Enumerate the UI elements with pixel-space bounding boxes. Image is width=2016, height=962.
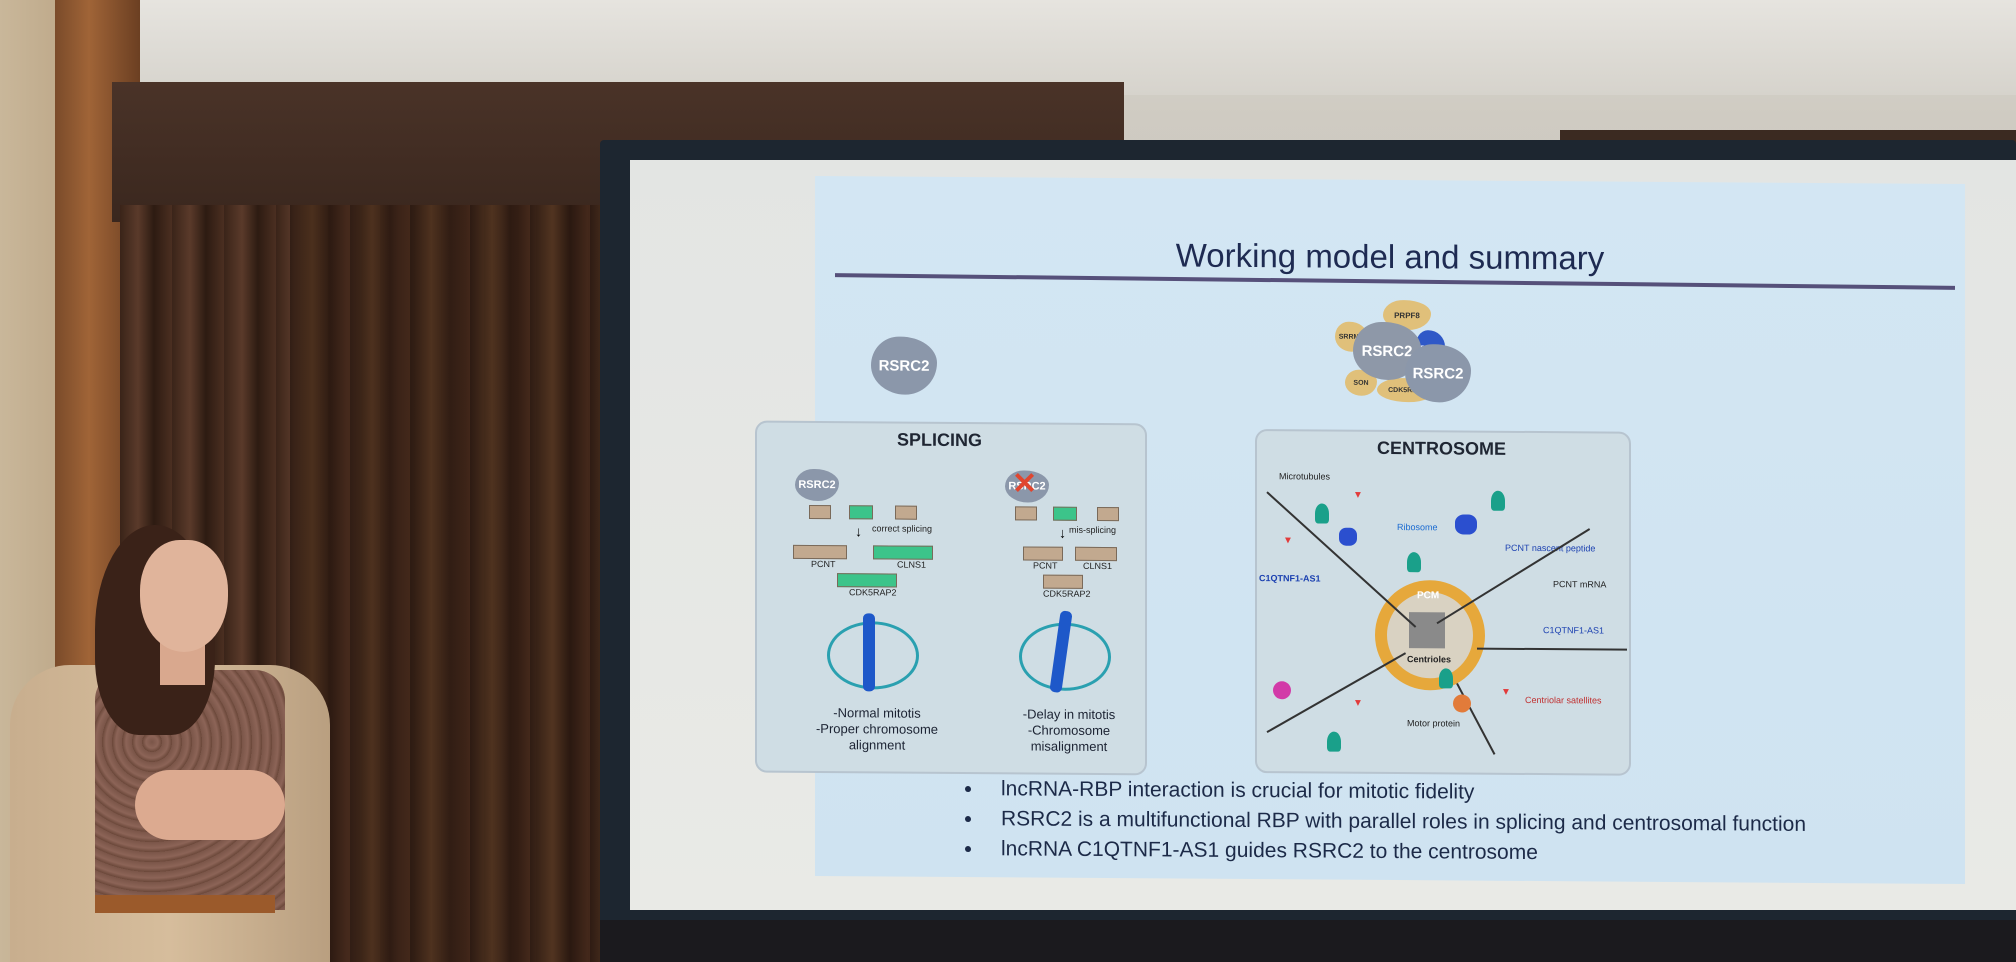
presenter-hands [135,770,285,840]
rsrc2-blob-right: RSRC2 [1405,344,1471,403]
label-pcnt-mrna: PCNT mRNA [1553,579,1607,590]
ceiling [140,0,2016,95]
right-step-label: mis-splicing [1069,524,1117,536]
bullet-2-text: RSRC2 is a multifunctional RBP with para… [1001,807,1806,836]
exon-right-3 [1097,506,1119,522]
left-caption-line-3: alignment [848,737,906,753]
left-outcome-caption: -Normal mitotis -Proper chromosome align… [797,705,957,754]
splicing-rsrc2-left: RSRC2 [795,468,839,502]
label-motor-protein: Motor protein [1407,718,1461,729]
gene-left-2 [873,545,933,560]
label-pcm: PCM [1417,590,1440,602]
bullet-dot [965,786,971,793]
rsrc2-protein-icon [1339,527,1357,546]
rsrc2-protein-icon [1455,514,1477,535]
label-c1qtnf1-left: C1QTNF1-AS1 [1259,573,1321,584]
satellite-marker-icon: ▼ [1353,489,1363,501]
bullet-1: lncRNA-RBP interaction is crucial for mi… [965,777,1474,805]
right-outcome-caption: -Delay in mitotis -Chromosome misalignme… [989,706,1149,755]
arrow-down-icon: ↓ [855,523,862,540]
gene-right-1 [1023,546,1063,561]
gene-left-pcnt: PCNT [811,558,836,570]
exon-left-3 [895,505,917,520]
aligned-chromosomes [863,613,875,692]
gene-right-clns1: CLNS1 [1083,560,1113,572]
gene-left-clns1: CLNS1 [897,559,927,570]
magenta-complex-icon [1273,681,1291,700]
arrow-down-icon: ↓ [1059,524,1066,541]
exon-right-2 [1053,506,1077,521]
splicing-title: SPLICING [897,429,983,451]
centrosome-panel: CENTROSOME Microtubules Ribosome PCNT na… [1255,429,1631,776]
exon-right-1 [1015,506,1037,521]
rsrc2-blob-left: RSRC2 [871,336,937,395]
label-c1qtnf1-right: C1QTNF1-AS1 [1543,625,1605,636]
centrosome-title: CENTROSOME [1377,437,1507,459]
gene-left-cdk5rap2: CDK5RAP2 [849,587,897,598]
ribosome-icon [1327,731,1341,752]
bullet-2: RSRC2 is a multifunctional RBP with para… [965,807,1806,837]
gene-right-2 [1075,546,1117,562]
label-centrioles: Centrioles [1407,654,1452,665]
satellite-marker-icon: ▼ [1353,697,1363,709]
motor-protein-icon [1453,694,1471,713]
label-ribosome: Ribosome [1397,522,1438,533]
gene-right-cdk5rap2: CDK5RAP2 [1043,588,1091,599]
right-caption-line-3: misalignment [1030,738,1108,755]
satellite-marker-icon: ▼ [1501,686,1511,698]
bullet-3-text: lncRNA C1QTNF1-AS1 guides RSRC2 to the c… [1001,837,1538,865]
stage-floor [600,920,2016,962]
splicing-panel: SPLICING RSRC2 RSRC2 ✕ correct splicing … [755,420,1149,776]
microtubule-1 [1266,491,1417,628]
centrioles-block [1409,612,1445,649]
microtubule-3 [1477,647,1627,651]
gene-left-1 [793,544,847,560]
ribosome-icon [1315,503,1329,524]
presentation-slide: Working model and summary PRPF8 SRRM2 PC… [755,175,1965,885]
bullet-3: lncRNA C1QTNF1-AS1 guides RSRC2 to the c… [965,837,1538,865]
left-step-label: correct splicing [872,523,933,534]
left-caption-line-2: -Proper chromosome [815,720,939,737]
label-microtubules: Microtubules [1279,471,1331,482]
slide-title: Working model and summary [1175,236,1605,277]
right-caption-line-1: -Delay in mitotis [1022,706,1116,723]
gene-right-3 [1043,574,1083,589]
left-caption-line-1: -Normal mitotis [833,705,921,721]
gene-right-pcnt: PCNT [1033,560,1058,571]
bullet-1-text: lncRNA-RBP interaction is crucial for mi… [1001,777,1475,804]
satellite-marker-icon: ▼ [1283,535,1293,547]
splicing-block-x-icon: ✕ [1012,467,1038,501]
ribosome-icon [1439,668,1453,689]
ribosome-icon [1491,490,1505,511]
bullet-dot [965,846,971,853]
presenter-belt [95,895,275,913]
ribosome-icon [1407,552,1421,573]
exon-left-1 [809,504,831,520]
label-centriolar-satellites: Centriolar satellites [1525,694,1602,706]
curtain-folds [290,205,630,962]
presenter-face [140,540,228,652]
gene-left-3 [837,573,897,588]
exon-left-2 [849,505,873,520]
bullet-dot [965,816,971,823]
right-caption-line-2: -Chromosome [1027,722,1111,739]
